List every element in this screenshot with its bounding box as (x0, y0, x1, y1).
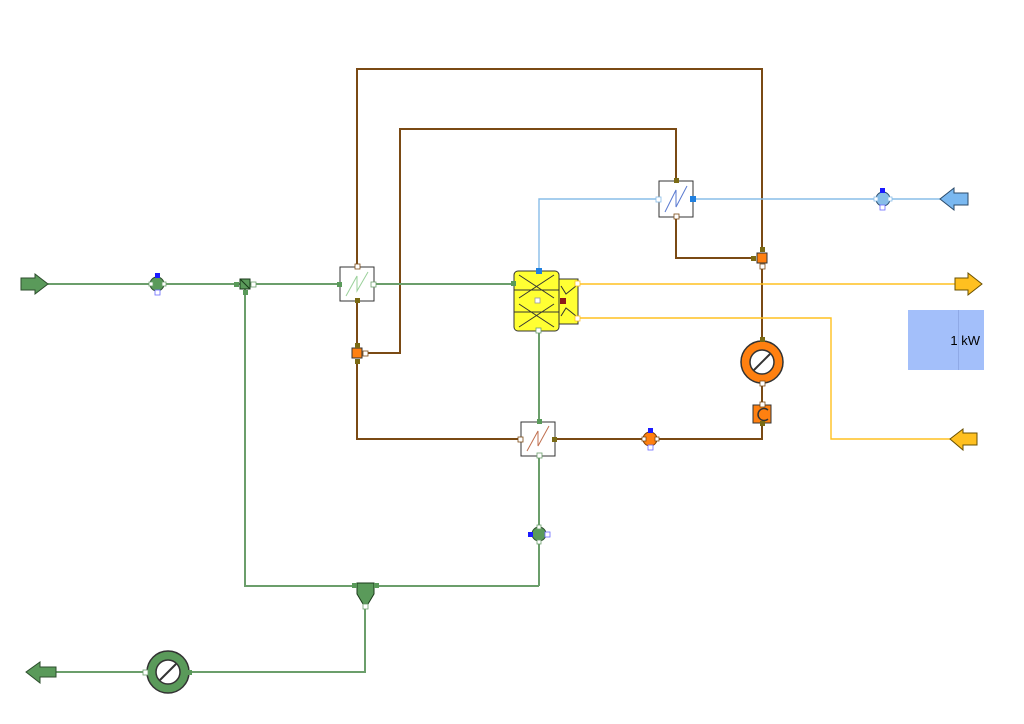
compressor-icon[interactable] (740, 337, 784, 387)
brown-burner-to-hx (556, 424, 763, 440)
power-output-value: 1 kW (950, 332, 980, 348)
splitter-icon[interactable] (352, 582, 379, 610)
power-output-display: 1 kW (908, 310, 984, 370)
inlet-arrow-icon[interactable] (20, 272, 49, 296)
brown-stream-lines (356, 68, 763, 440)
burner-icon[interactable] (752, 401, 772, 426)
compressor-icon[interactable] (142, 650, 192, 694)
brown-outer-loop (356, 68, 763, 269)
sensor-icon[interactable] (528, 524, 551, 545)
fuel-cell-stack-icon[interactable] (511, 268, 581, 334)
brown-hx-bottom-left (356, 364, 520, 440)
blue-stream-lines (538, 198, 940, 272)
power-outlet-arrow-icon[interactable] (954, 271, 983, 297)
sensor-icon[interactable] (641, 428, 660, 451)
green-splitter-to-outlet (188, 604, 366, 673)
blue-hx-to-sofc (538, 198, 659, 272)
brown-inner-loop (368, 128, 677, 354)
air-inlet-arrow-icon[interactable] (939, 186, 969, 212)
green-stream-lines (48, 283, 540, 673)
sensor-icon[interactable] (873, 188, 893, 211)
heat-exchanger-icon[interactable] (655, 178, 696, 220)
heat-exchanger-icon[interactable] (337, 263, 377, 303)
splitter-icon[interactable] (351, 343, 369, 364)
outlet-arrow-icon[interactable] (25, 661, 57, 685)
heat-inlet-arrow-icon[interactable] (949, 427, 978, 452)
brown-hx-return (675, 218, 755, 259)
yellow-stream-lines (578, 283, 955, 440)
power-box-divider (958, 310, 959, 370)
yellow-heat-in (578, 317, 955, 440)
splitter-icon[interactable] (751, 247, 768, 270)
green-recycle (244, 284, 539, 587)
mixer-icon[interactable] (234, 278, 257, 295)
sensor-icon[interactable] (148, 273, 167, 296)
heat-exchanger-icon[interactable] (517, 419, 557, 459)
